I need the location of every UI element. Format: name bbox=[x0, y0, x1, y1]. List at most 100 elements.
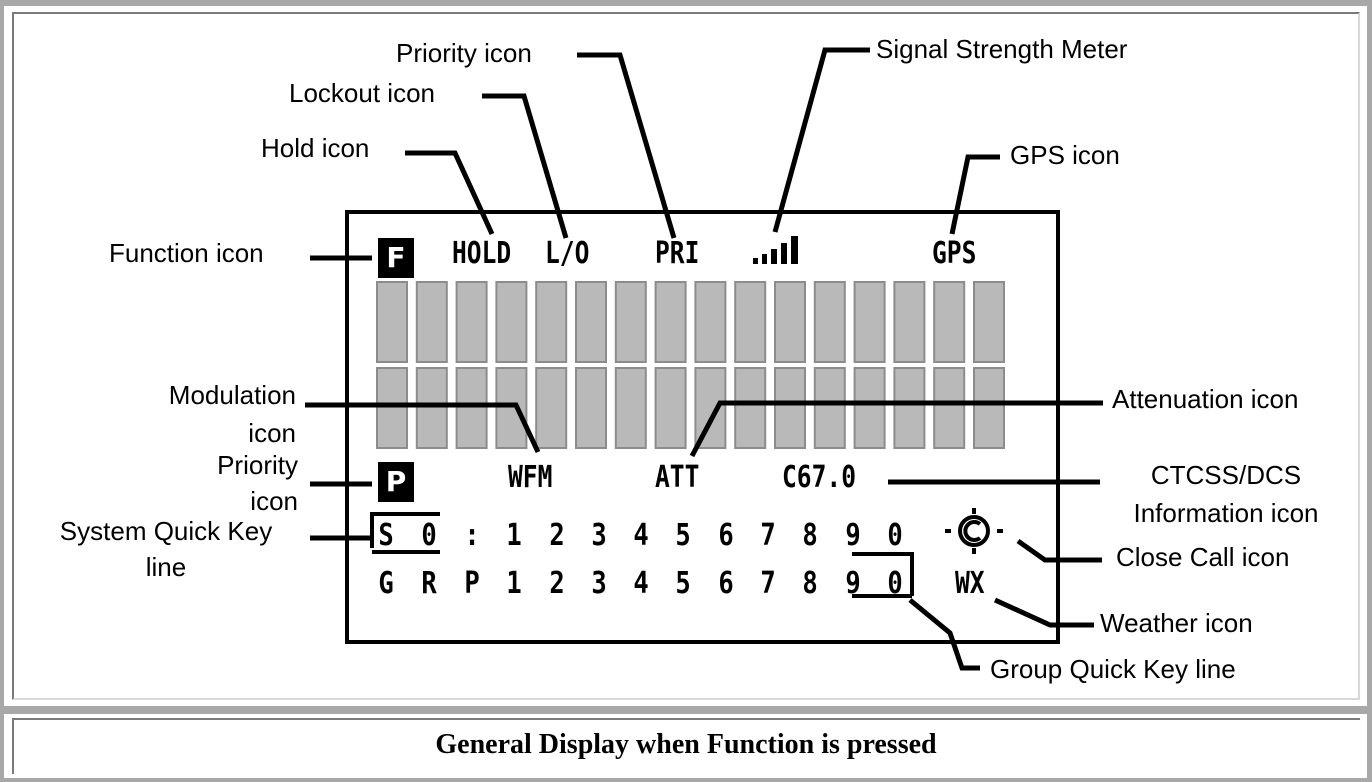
system-key: 6 bbox=[718, 518, 734, 553]
leader-priority bbox=[577, 52, 677, 239]
lcd-segment bbox=[973, 367, 1005, 449]
attenuation-icon-label: Attenuation icon bbox=[1112, 384, 1299, 414]
group-key: G bbox=[378, 566, 394, 601]
caption-cell bbox=[12, 718, 1360, 774]
lcd-segment bbox=[734, 367, 767, 449]
lcd-segment bbox=[376, 281, 408, 363]
system-key: 0 bbox=[421, 518, 437, 553]
lcd-segment bbox=[376, 367, 408, 449]
lcd-segment bbox=[694, 367, 727, 449]
system-key: S bbox=[378, 518, 394, 553]
leader-lines bbox=[305, 47, 1103, 671]
hold-indicator: HOLD bbox=[452, 236, 512, 271]
ctcss-dcs-label-line2: Information icon bbox=[1133, 498, 1319, 528]
lcd-segment bbox=[614, 281, 647, 363]
ctcss-indicator: C67.0 bbox=[782, 460, 857, 495]
attenuation-indicator: ATT bbox=[655, 460, 700, 495]
group-key: 0 bbox=[887, 566, 903, 601]
group-key: 3 bbox=[591, 566, 607, 601]
cell-divider bbox=[0, 706, 1372, 714]
lcd-segment bbox=[415, 281, 448, 363]
leader-lockout bbox=[482, 93, 569, 239]
leader-attenuation bbox=[689, 400, 1103, 458]
frame-bottom-border bbox=[0, 778, 1372, 782]
lcd-segment bbox=[813, 281, 846, 363]
system-key: 0 bbox=[887, 518, 903, 553]
system-quick-key-label-line2: line bbox=[145, 552, 187, 582]
lcd-segment bbox=[455, 281, 488, 363]
lcd-panel-outline bbox=[345, 210, 1060, 644]
priority-icon-label: Priority icon bbox=[396, 38, 532, 68]
leader-weather bbox=[993, 597, 1094, 628]
system-key: 9 bbox=[845, 518, 861, 553]
system-key: 8 bbox=[802, 518, 818, 553]
group-key: 9 bbox=[845, 566, 861, 601]
segment-matrix bbox=[376, 281, 1005, 449]
frame-right-border bbox=[1367, 0, 1372, 782]
lcd-segment bbox=[455, 367, 488, 449]
lcd-segment bbox=[893, 281, 926, 363]
priority-icon-left-label-line2: icon bbox=[250, 486, 298, 516]
lockout-indicator: L/O bbox=[545, 236, 590, 271]
leader-signal bbox=[772, 47, 870, 233]
lcd-segment bbox=[694, 281, 727, 363]
function-badge-icon: F bbox=[378, 238, 414, 278]
group-key: 6 bbox=[718, 566, 734, 601]
system-key: 2 bbox=[549, 518, 565, 553]
leader-close-call bbox=[1016, 538, 1102, 563]
priority-icon-left-label-line1: Priority bbox=[217, 450, 298, 480]
system-key: 5 bbox=[675, 518, 691, 553]
group-key: 8 bbox=[802, 566, 818, 601]
weather-indicator: WX bbox=[955, 566, 985, 601]
figure-caption: General Display when Function is pressed bbox=[435, 729, 937, 760]
group-quick-key-line-label: Group Quick Key line bbox=[990, 654, 1236, 684]
group-key: 7 bbox=[760, 566, 776, 601]
lcd-segment bbox=[415, 367, 448, 449]
lcd-segment bbox=[774, 281, 806, 363]
lcd-segment bbox=[614, 367, 647, 449]
diagram-cell bbox=[12, 12, 1360, 700]
system-key: : bbox=[464, 518, 480, 553]
close-call-icon bbox=[945, 508, 1003, 554]
system-quick-key-label-line1: System Quick Key bbox=[59, 516, 273, 546]
leader-modulation bbox=[305, 402, 541, 454]
group-key: P bbox=[464, 566, 480, 601]
modulation-icon-label-line2: icon bbox=[248, 418, 296, 448]
group-key: 5 bbox=[675, 566, 691, 601]
lcd-segment bbox=[654, 367, 687, 449]
lcd-segment bbox=[495, 367, 528, 449]
lcd-segment bbox=[535, 281, 568, 363]
lcd-segment bbox=[973, 281, 1005, 363]
lcd-segment bbox=[495, 281, 528, 363]
system-key: 3 bbox=[591, 518, 607, 553]
lcd-segment bbox=[933, 367, 966, 449]
lcd-segment bbox=[535, 367, 568, 449]
frame-top-border bbox=[0, 0, 1372, 6]
signal-strength-meter-icon bbox=[753, 236, 798, 264]
ctcss-dcs-label-line1: CTCSS/DCS bbox=[1150, 460, 1302, 490]
gps-indicator: GPS bbox=[932, 236, 977, 271]
signal-strength-meter-label: Signal Strength Meter bbox=[876, 34, 1128, 64]
lcd-segment bbox=[893, 367, 926, 449]
lcd-segment bbox=[734, 281, 767, 363]
group-key: 2 bbox=[549, 566, 565, 601]
close-call-icon-label: Close Call icon bbox=[1116, 542, 1290, 572]
leader-group-quick-key bbox=[908, 598, 980, 671]
lcd-segment bbox=[813, 367, 846, 449]
system-key: 7 bbox=[760, 518, 776, 553]
group-quick-key-marker bbox=[852, 552, 914, 598]
priority-indicator: PRI bbox=[655, 236, 700, 271]
group-key: 1 bbox=[506, 566, 522, 601]
lockout-icon-label: Lockout icon bbox=[289, 78, 435, 108]
group-key: R bbox=[421, 566, 437, 601]
lcd-segment bbox=[853, 367, 886, 449]
lcd-segment bbox=[575, 367, 607, 449]
leader-gps bbox=[949, 154, 1000, 235]
gps-icon-label: GPS icon bbox=[1010, 140, 1120, 170]
system-key: 4 bbox=[633, 518, 649, 553]
priority-badge-icon: P bbox=[378, 462, 414, 502]
lcd-segment bbox=[933, 281, 966, 363]
modulation-indicator: WFM bbox=[508, 460, 553, 495]
